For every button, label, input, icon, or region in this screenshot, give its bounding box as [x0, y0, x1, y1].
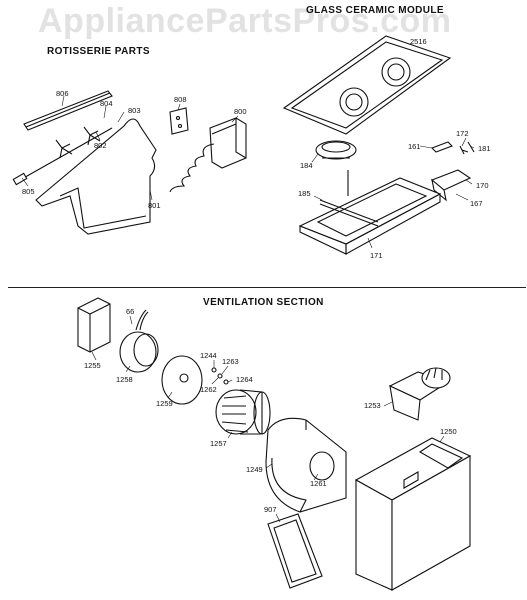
label-803: 803	[128, 106, 141, 115]
part-1255-electrical-box	[77, 297, 111, 353]
label-907: 907	[264, 505, 277, 514]
label-1250: 1250	[440, 427, 457, 436]
part-2516-glass-cooktop	[282, 35, 452, 135]
part-1257-blower-wheel	[215, 389, 271, 435]
part-808-bracket	[169, 107, 189, 135]
label-801: 801	[148, 201, 161, 210]
label-181: 181	[478, 144, 491, 153]
label-1259: 1259	[156, 399, 173, 408]
part-172-181-clips	[459, 141, 475, 155]
part-907-filter-panel	[267, 513, 323, 589]
part-170-terminal-block	[430, 169, 472, 202]
label-172: 172	[456, 129, 469, 138]
label-1244: 1244	[200, 351, 217, 360]
section-title-rotisserie: ROTISSERIE PARTS	[47, 46, 150, 57]
part-801-rotisserie-rack	[35, 118, 157, 235]
label-66: 66	[126, 307, 134, 316]
label-1264: 1264	[236, 375, 253, 384]
part-185-rod	[319, 199, 379, 227]
label-161: 161	[408, 142, 421, 151]
label-1255: 1255	[84, 361, 101, 370]
label-184: 184	[300, 161, 313, 170]
label-1257: 1257	[210, 439, 227, 448]
label-1262: 1262	[200, 385, 217, 394]
part-1249-blower-housing	[265, 417, 347, 513]
label-167: 167	[470, 199, 483, 208]
leader-lines	[21, 95, 475, 523]
watermark-logo: AppliancePartsPros.com	[38, 2, 452, 40]
part-161-terminal	[431, 141, 453, 153]
label-1263: 1263	[222, 357, 239, 366]
part-1259-mounting-plate	[161, 355, 203, 405]
part-1250-blower-enclosure	[354, 437, 472, 591]
label-805: 805	[22, 187, 35, 196]
label-1258: 1258	[116, 375, 133, 384]
label-1249: 1249	[246, 465, 263, 474]
label-185: 185	[298, 189, 311, 198]
part-1258-blower-motor	[119, 309, 159, 373]
part-802-spit-forks	[12, 126, 113, 186]
section-title-glass-ceramic: GLASS CERAMIC MODULE	[306, 5, 444, 16]
label-806: 806	[56, 89, 69, 98]
part-1253-duct-transition	[388, 367, 451, 421]
label-1261: 1261	[310, 479, 327, 488]
label-804: 804	[100, 99, 113, 108]
label-1253: 1253	[364, 401, 381, 410]
part-806-rotisserie-bar	[23, 90, 113, 131]
label-800: 800	[234, 107, 247, 116]
section-divider	[8, 287, 526, 288]
label-808: 808	[174, 95, 187, 104]
label-170: 170	[476, 181, 489, 190]
section-title-ventilation: VENTILATION SECTION	[203, 297, 324, 308]
label-171: 171	[370, 251, 383, 260]
part-184-burner-element	[315, 140, 357, 160]
part-171-burner-box	[298, 170, 442, 255]
label-2516: 2516	[410, 37, 427, 46]
label-802: 802	[94, 141, 107, 150]
